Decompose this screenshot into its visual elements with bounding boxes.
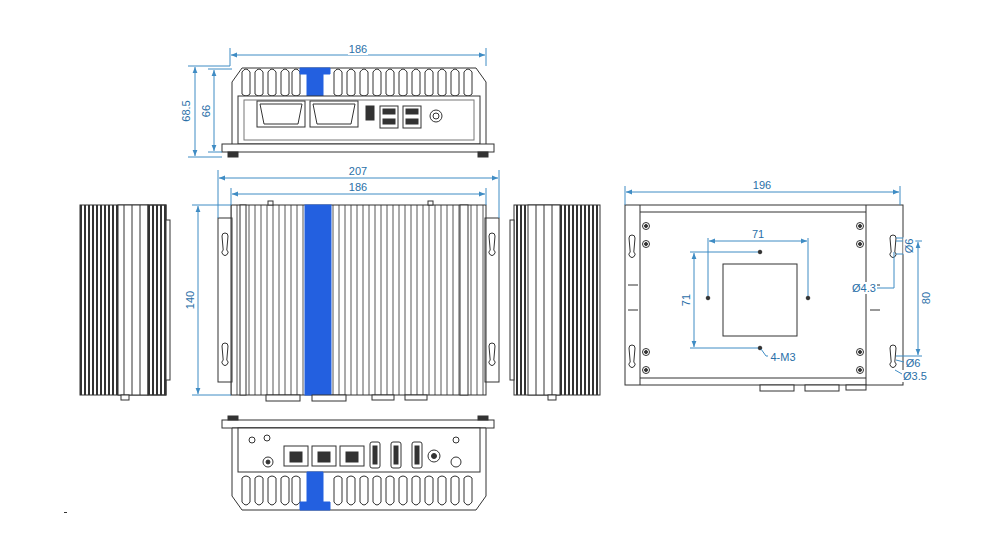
dimension-lines-top	[192, 170, 499, 395]
bottom-view	[625, 205, 903, 391]
dimension-label: 66	[200, 104, 212, 118]
dimension-lines-front	[188, 48, 486, 157]
dimension-label: Ø6	[905, 357, 922, 369]
dimension-label: 68.5	[180, 99, 192, 122]
dimension-label: 140	[184, 290, 196, 310]
dimension-label: 71	[680, 293, 692, 307]
dimension-label: 80	[920, 291, 932, 305]
dimension-label: 196	[752, 179, 772, 191]
blue-band	[305, 205, 331, 395]
blue-band	[300, 472, 330, 510]
left-side-view	[80, 205, 170, 400]
dimension-label: 186	[348, 43, 368, 55]
blue-band	[300, 68, 330, 96]
dimension-label: 207	[348, 165, 368, 177]
dimension-label: 186	[348, 181, 368, 193]
rear-panel-view	[222, 416, 494, 510]
mark	[64, 512, 67, 513]
front-panel-view	[222, 68, 494, 157]
dimension-label: 4-M3	[769, 351, 796, 363]
dimension-lines-bottom	[625, 186, 922, 374]
dimension-label: Ø6	[903, 238, 915, 255]
dimension-label: 71	[751, 228, 765, 240]
top-view	[218, 201, 499, 401]
right-side-view	[510, 205, 600, 400]
dimension-label: Ø3.5	[902, 370, 928, 382]
dimension-label: Ø4.3	[851, 282, 877, 294]
